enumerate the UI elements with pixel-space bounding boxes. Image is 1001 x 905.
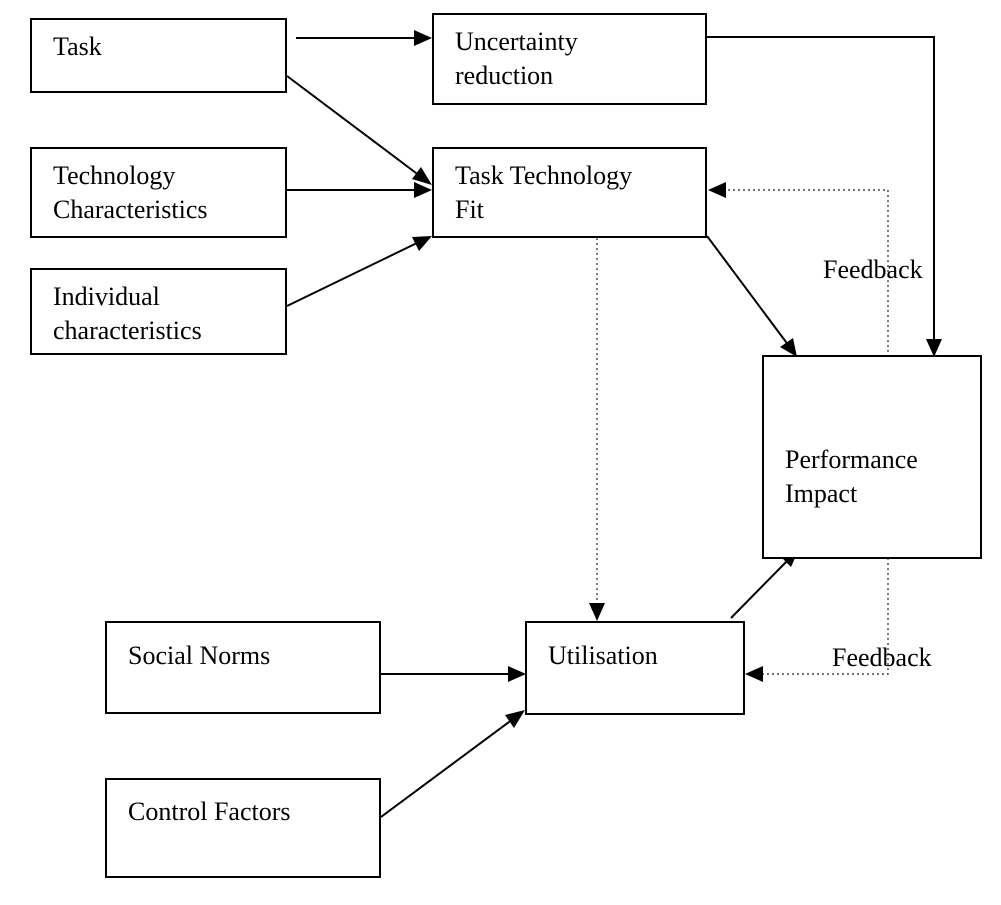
feedback-label-top: Feedback	[823, 255, 923, 284]
arrowhead	[780, 338, 797, 357]
social-norms-label: Social Norms	[128, 641, 271, 670]
technology-characteristics-node: Technology Characteristics	[30, 147, 287, 238]
edge-performance-to-ttf-feedback	[724, 189, 889, 357]
edge-ttf-to-performance	[706, 235, 790, 347]
individual-characteristics-label: Individual characteristics	[53, 282, 202, 345]
edge-utilisation-to-performance	[730, 558, 790, 619]
task-technology-fit-label: Task Technology Fit	[455, 161, 633, 224]
arrowhead	[589, 603, 605, 621]
technology-characteristics-label: Technology Characteristics	[53, 161, 208, 224]
edge-control-to-utilisation	[380, 718, 514, 818]
performance-impact-label: Performance Impact	[785, 445, 918, 508]
arrowhead	[508, 666, 526, 682]
edge-task-to-ttf	[286, 75, 421, 177]
arrowhead	[412, 236, 432, 251]
arrowhead	[414, 30, 432, 46]
arrowhead	[505, 710, 525, 728]
arrowhead	[745, 666, 763, 682]
edge-indiv-to-ttf	[286, 241, 420, 307]
control-factors-label: Control Factors	[128, 797, 291, 826]
utilisation-label: Utilisation	[548, 641, 658, 670]
task-node: Task	[30, 18, 287, 93]
performance-impact-node: Performance Impact	[762, 355, 982, 559]
social-norms-node: Social Norms	[105, 621, 381, 714]
uncertainty-reduction-label: Uncertainty reduction	[455, 27, 578, 90]
uncertainty-reduction-node: Uncertainty reduction	[432, 13, 707, 105]
edge-performance-to-utilisation-feedback	[761, 558, 889, 675]
individual-characteristics-node: Individual characteristics	[30, 268, 287, 355]
feedback-label-bottom: Feedback	[832, 643, 932, 672]
arrowhead	[926, 339, 942, 357]
task-label: Task	[53, 32, 102, 61]
arrowhead	[708, 182, 726, 198]
utilisation-node: Utilisation	[525, 621, 745, 715]
edge-uncertainty-to-performance	[706, 36, 935, 342]
arrowhead	[414, 182, 432, 198]
arrowhead	[412, 167, 432, 185]
task-technology-fit-node: Task Technology Fit	[432, 147, 707, 238]
control-factors-node: Control Factors	[105, 778, 381, 878]
